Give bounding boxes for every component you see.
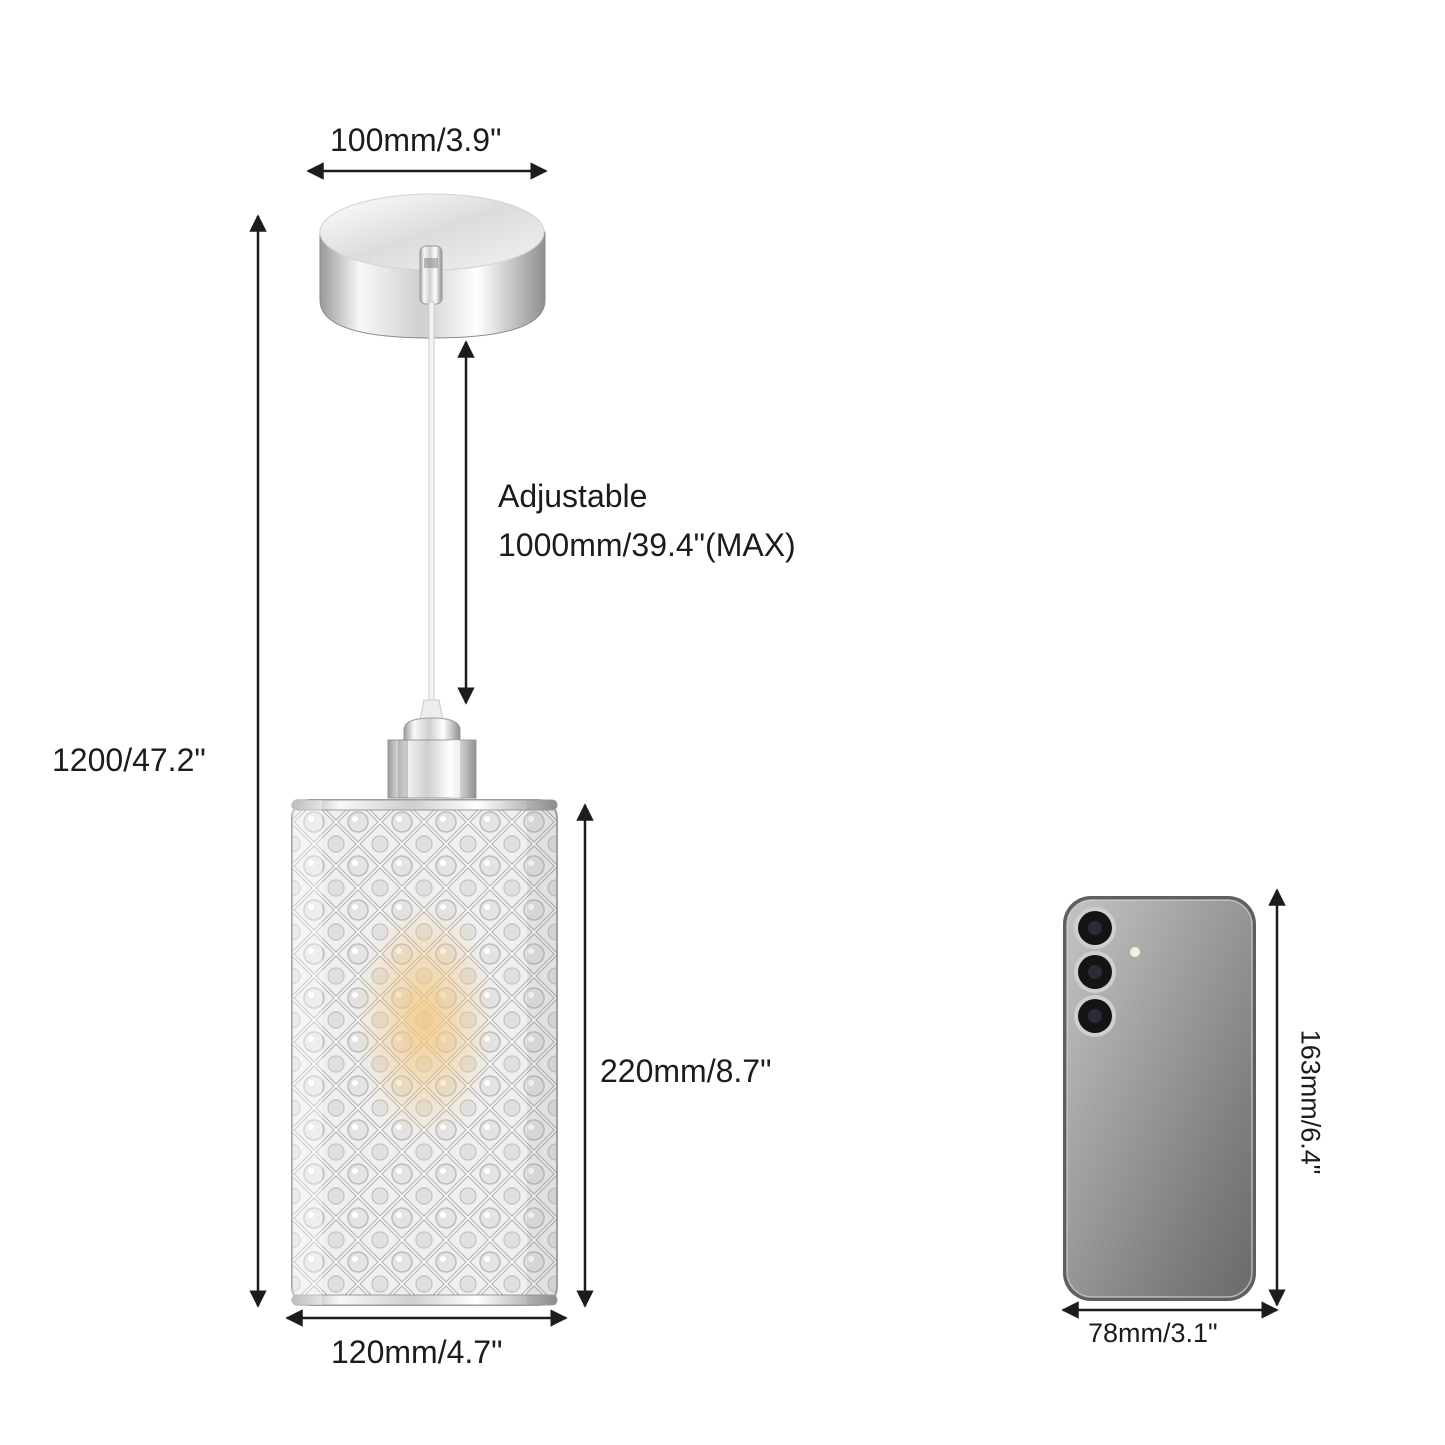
lamp-socket	[387, 717, 477, 799]
shade-width-label: 120mm/4.7"	[331, 1334, 503, 1370]
total-height-label: 1200/47.2"	[52, 742, 206, 778]
reference-smartphone	[1063, 896, 1256, 1301]
camera-lens-icon	[1074, 907, 1116, 949]
adjustable-label: Adjustable	[498, 478, 648, 514]
ceiling-canopy	[319, 193, 546, 339]
camera-lens-icon	[1074, 951, 1116, 993]
adjustable-length-label: 1000mm/39.4"(MAX)	[498, 527, 796, 563]
crystal-shade	[291, 799, 558, 1306]
phone-height-label: 163mm/6.4"	[1295, 1029, 1326, 1175]
phone-width-label: 78mm/3.1"	[1088, 1318, 1218, 1348]
camera-lens-icon	[1074, 995, 1116, 1037]
canopy-width-label: 100mm/3.9"	[330, 122, 502, 158]
power-cord	[428, 301, 435, 703]
flash-icon	[1130, 947, 1140, 957]
shade-height-label: 220mm/8.7"	[600, 1053, 772, 1089]
